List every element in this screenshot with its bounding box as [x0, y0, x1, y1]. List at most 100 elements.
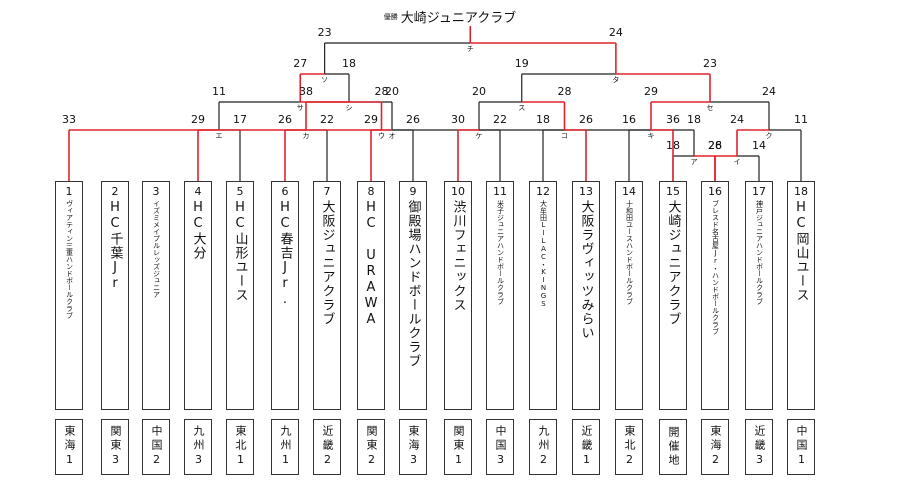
- score-Su-left: 20: [472, 85, 486, 98]
- region-label: 東海2: [709, 425, 722, 469]
- score-Ke-right: 22: [493, 113, 507, 126]
- score-So-left: 27: [293, 57, 308, 70]
- score-Shi-left: 38: [299, 85, 313, 98]
- region-box-5: 東北1: [226, 419, 254, 475]
- region-box-13: 近畿1: [572, 419, 600, 475]
- team-seed: 18: [794, 185, 808, 198]
- score-Se-left: 29: [644, 85, 658, 98]
- team-name: 大阪ジュニアクラブ: [319, 200, 335, 326]
- team-seed: 17: [752, 185, 766, 198]
- score-O-left: 29: [364, 113, 378, 126]
- region-box-18: 中国1: [787, 419, 815, 475]
- region-box-2: 関東3: [101, 419, 129, 475]
- region-label: 東海3: [407, 425, 420, 469]
- region-box-16: 東海2: [701, 419, 729, 475]
- team-seed: 15: [666, 185, 680, 198]
- match-label-I: イ: [733, 158, 741, 166]
- score-Ke-left: 30: [451, 113, 465, 126]
- region-box-9: 東海3: [399, 419, 427, 475]
- score-Su-right: 28: [557, 85, 572, 98]
- region-box-10: 関東1: [444, 419, 472, 475]
- match-label-Ka: カ: [302, 132, 310, 140]
- team-name: HC URAWA: [363, 200, 379, 328]
- team-box-8: 8 HC URAWA: [357, 181, 385, 410]
- team-box-7: 7 大阪ジュニアクラブ: [313, 181, 341, 410]
- score-Ko-right: 26: [579, 113, 593, 126]
- team-name: HC山形ユース: [232, 200, 248, 302]
- score-Ta-left: 19: [514, 57, 529, 70]
- team-name: イズミメイプルレッズジュニア: [152, 200, 161, 298]
- team-name: HC岡山ユース: [793, 200, 809, 302]
- team-name: ヴィアティン三重ハンドボールクラブ: [65, 200, 74, 319]
- team-box-15: 15 大崎ジュニアクラブ: [659, 181, 687, 410]
- region-label: 近畿1: [580, 425, 593, 469]
- score-Chi-left: 23: [317, 26, 332, 39]
- match-label-U: ウ: [378, 132, 385, 140]
- team-name: 大阪ラヴィッツみらい: [578, 200, 594, 340]
- region-box-3: 中国2: [142, 419, 170, 475]
- match-label-O: オ: [388, 132, 396, 140]
- team-seed: 7: [323, 185, 331, 198]
- match-label-Ko: コ: [561, 132, 568, 140]
- score-Sa-right: 11: [212, 85, 226, 98]
- score-O-right: 26: [406, 113, 420, 126]
- match-label-E: エ: [215, 132, 223, 140]
- region-box-11: 中国3: [486, 419, 514, 475]
- region-label: 九州1: [279, 425, 292, 469]
- score-So-right: 18: [342, 57, 356, 70]
- region-box-17: 近畿3: [745, 419, 773, 475]
- match-label-Se: セ: [706, 104, 714, 112]
- score-Ku-right: 11: [794, 113, 808, 126]
- region-box-6: 九州1: [271, 419, 299, 475]
- region-label: 関東2: [365, 425, 378, 469]
- champion-heading: 優勝大崎ジュニアクラブ: [0, 6, 900, 26]
- team-box-13: 13 大阪ラヴィッツみらい: [572, 181, 600, 410]
- team-name: 渋川フェニックス: [450, 200, 466, 312]
- match-label-Sa: サ: [296, 104, 304, 112]
- score-Shi-right: 20: [385, 85, 399, 98]
- match-label-Shi: シ: [345, 104, 353, 112]
- score-E-right: 17: [233, 113, 247, 126]
- team-seed: 2: [111, 185, 119, 198]
- match-label-Su: ス: [518, 104, 526, 112]
- team-seed: 14: [622, 185, 636, 198]
- team-seed: 8: [367, 185, 375, 198]
- score-Ki-right: 36: [666, 113, 680, 126]
- score-U-right: 18: [687, 113, 701, 126]
- team-seed: 6: [281, 185, 289, 198]
- score-E-left: 29: [191, 113, 205, 126]
- region-label: 関東1: [452, 425, 465, 469]
- team-seed: 3: [152, 185, 160, 198]
- score-A-right: 18: [666, 139, 680, 152]
- region-label: 東海1: [63, 425, 76, 469]
- match-label-So: ソ: [321, 76, 329, 84]
- team-seed: 10: [451, 185, 465, 198]
- score-I-right: 14: [752, 139, 766, 152]
- score-U-left: 33: [62, 113, 76, 126]
- score-A-left: 26: [708, 139, 722, 152]
- team-name: 大崎ジュニアクラブ: [665, 200, 681, 326]
- region-label: 中国1: [795, 425, 808, 469]
- score-Ka-right: 22: [320, 113, 334, 126]
- region-box-1: 東海1: [55, 419, 83, 475]
- team-name: HC千葉Jr: [107, 200, 123, 292]
- team-name: HC春吉Jr.: [277, 200, 293, 308]
- champion-name: 大崎ジュニアクラブ: [400, 11, 517, 26]
- region-label: 開催地: [667, 426, 680, 468]
- team-seed: 4: [194, 185, 202, 198]
- team-seed: 1: [65, 185, 73, 198]
- region-label: 関東3: [109, 425, 122, 469]
- team-seed: 13: [579, 185, 593, 198]
- team-box-1: 1 ヴィアティン三重ハンドボールクラブ: [55, 181, 83, 410]
- score-Sa-left: 28: [374, 85, 389, 98]
- region-label: 近畿3: [753, 425, 766, 469]
- match-label-Ki: キ: [647, 132, 655, 140]
- team-name: 大牟田LILAC・KINGS: [539, 200, 548, 308]
